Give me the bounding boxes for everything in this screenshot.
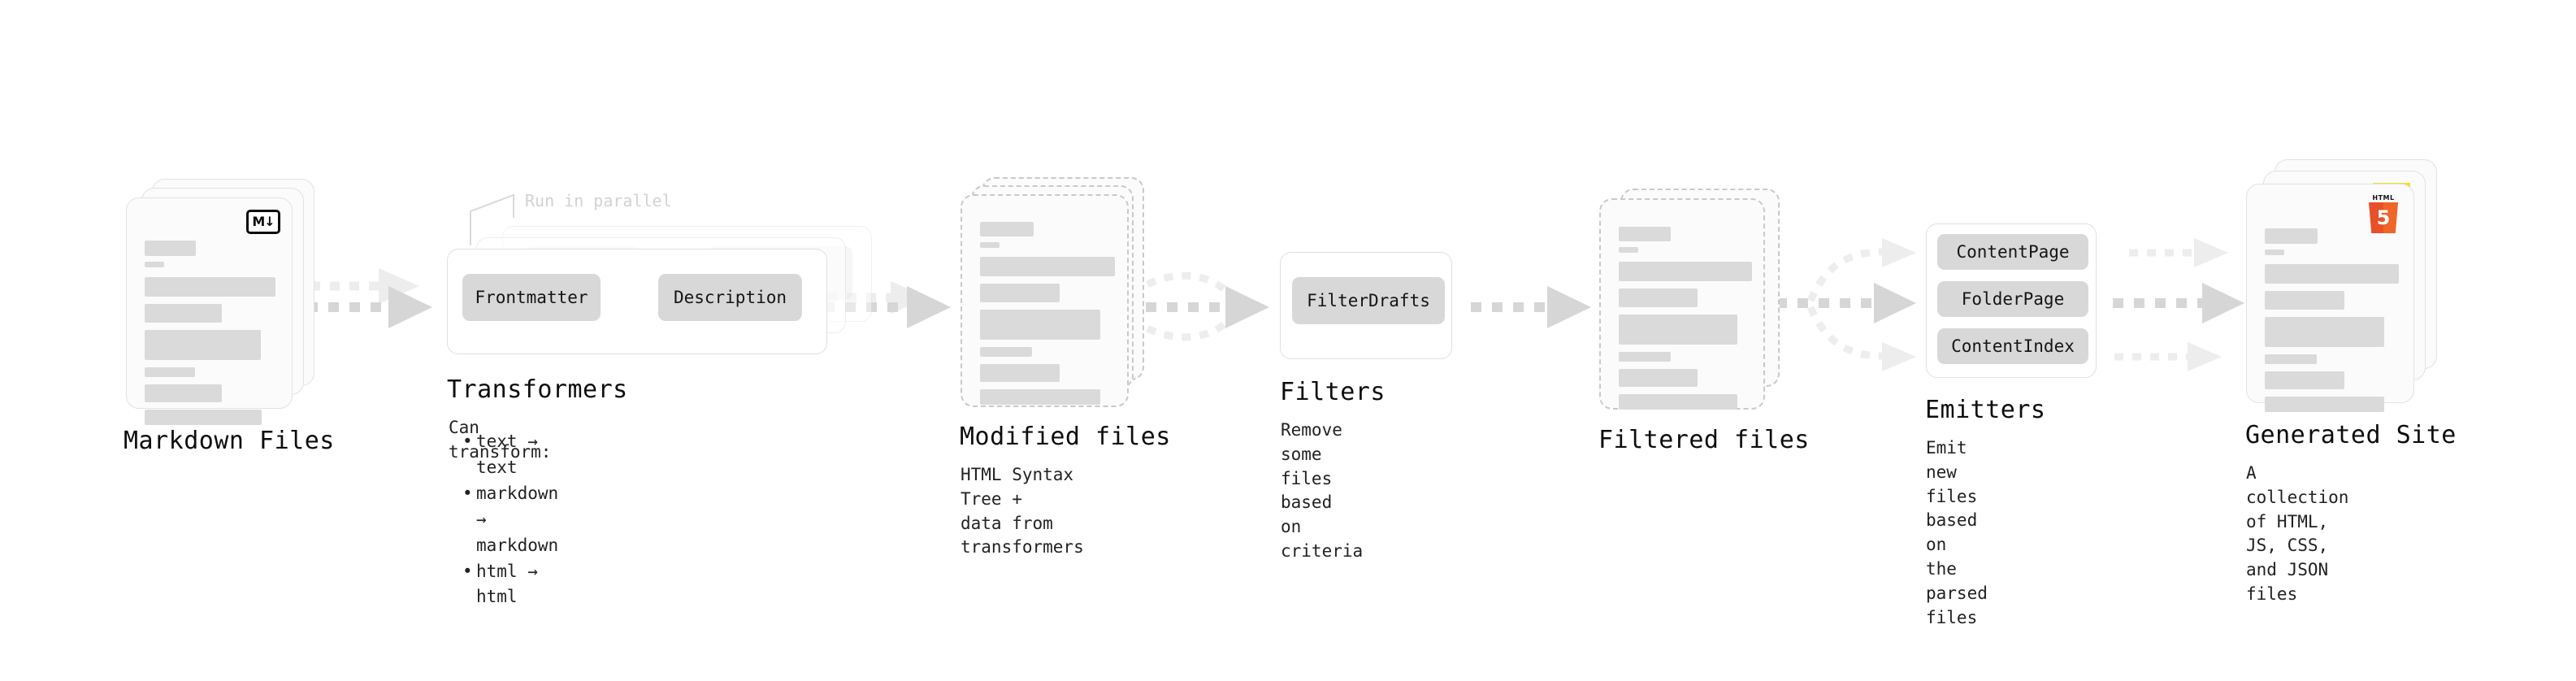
bullet-item: •html → html [462, 561, 538, 607]
skeleton-bar [2265, 264, 2399, 284]
site-skeleton [2265, 228, 2399, 412]
skeleton-bar [980, 222, 1034, 236]
stage-desc: A collection of HTML, JS, CSS, and JSON … [2246, 463, 2349, 605]
stage-desc: Remove some files based on criteria [1281, 420, 1364, 562]
bullet-item: •markdown → markdown [462, 483, 559, 555]
skeleton-bar [2265, 228, 2318, 244]
html5-shield-icon: 5 [2369, 202, 2398, 233]
chip-frontmatter-front[interactable]: Frontmatter [462, 274, 601, 321]
skeleton-bar [980, 257, 1115, 276]
skeleton-bar [1619, 288, 1698, 307]
arrow-filters-to-filtered [1471, 286, 1591, 328]
skeleton-bar [1619, 262, 1752, 281]
skeleton-bar [980, 242, 1000, 248]
arrow-filtered-to-emitters [1776, 238, 1916, 371]
transform-bullet-list: •text → text •markdown → markdown •html … [462, 429, 558, 610]
skeleton-bar [145, 262, 164, 267]
skeleton-bar [980, 310, 1100, 340]
skeleton-bar [145, 241, 196, 256]
stage-desc: HTML Syntax Tree + data from transformer… [961, 465, 1084, 557]
skeleton-bar [1619, 369, 1698, 387]
skeleton-bar [1619, 314, 1737, 345]
skeleton-bar [2265, 317, 2384, 347]
chip-label: ContentPage [1956, 242, 2070, 262]
stage-title: Emitters [1925, 396, 2046, 424]
skeleton-bar [980, 364, 1060, 382]
stage-desc: Can transform: [449, 418, 552, 462]
skeleton-bar [2265, 249, 2284, 255]
emitters-groupbox[interactable]: ContentPage FolderPage ContentIndex [1926, 223, 2097, 378]
stage-title: Generated Site [2245, 421, 2457, 449]
html5-badge-number: 5 [2376, 206, 2391, 229]
stage-title: Markdown Files [124, 427, 335, 455]
skeleton-bar [145, 410, 262, 425]
bullet-item: •text → text [462, 432, 538, 477]
skeleton-bar [145, 330, 261, 360]
chip-contentindex[interactable]: ContentIndex [1937, 328, 2088, 364]
run-in-parallel-label: Run in parallel [525, 191, 672, 210]
skeleton-bar [145, 304, 222, 323]
markdown-badge: M↓ [246, 210, 280, 234]
skeleton-bar [1619, 394, 1737, 410]
site-card-front: HTML 5 [2246, 184, 2414, 412]
filtered-card-front [1599, 198, 1765, 410]
arrow-markdown-to-transformers [307, 268, 432, 328]
skeleton-bar [2265, 397, 2384, 412]
chip-label: ContentIndex [1951, 336, 2075, 356]
skeleton-bar [1619, 352, 1671, 362]
chip-folderpage[interactable]: FolderPage [1937, 281, 2088, 317]
stage-desc: Emit new files based on the parsed files [1926, 438, 1988, 627]
skeleton-bar [2265, 371, 2344, 389]
filters-groupbox[interactable]: FilterDrafts [1280, 252, 1452, 359]
skeleton-bar [145, 277, 275, 297]
html5-badge-word: HTML [2372, 194, 2395, 202]
skeleton-bar [2265, 354, 2317, 364]
chip-label: Description [673, 288, 787, 307]
stage-title: Modified files [960, 423, 1171, 451]
chip-label: Frontmatter [475, 288, 588, 307]
modified-card-front [961, 194, 1129, 407]
skeleton-bar [145, 367, 195, 377]
html5-badge: HTML 5 [2366, 195, 2400, 234]
skeleton-bar [980, 284, 1060, 302]
filtered-skeleton [1619, 227, 1752, 410]
chip-filterdrafts[interactable]: FilterDrafts [1292, 277, 1445, 324]
markdown-card-front: M↓ [126, 197, 293, 425]
arrow-modified-to-filters [1145, 271, 1269, 341]
skeleton-bar [1619, 247, 1638, 253]
skeleton-bar [980, 389, 1100, 405]
chip-contentpage[interactable]: ContentPage [1937, 234, 2088, 270]
arrow-emitters-to-site [2113, 238, 2244, 371]
markdown-skeleton [145, 241, 275, 425]
markdown-badge-label: M↓ [252, 214, 275, 229]
skeleton-bar [1619, 227, 1671, 241]
stage-title: Transformers [447, 375, 628, 404]
skeleton-bar [2265, 291, 2344, 310]
modified-skeleton [980, 222, 1115, 405]
skeleton-bar [980, 347, 1032, 357]
stage-title: Filtered files [1598, 426, 1810, 454]
chip-label: FolderPage [1961, 289, 2065, 309]
skeleton-bar [145, 384, 222, 402]
chip-label: FilterDrafts [1307, 291, 1430, 310]
transformer-layer-front[interactable]: Frontmatter Description [447, 249, 827, 354]
chip-description-front[interactable]: Description [658, 274, 802, 321]
stage-title: Filters [1280, 378, 1386, 406]
